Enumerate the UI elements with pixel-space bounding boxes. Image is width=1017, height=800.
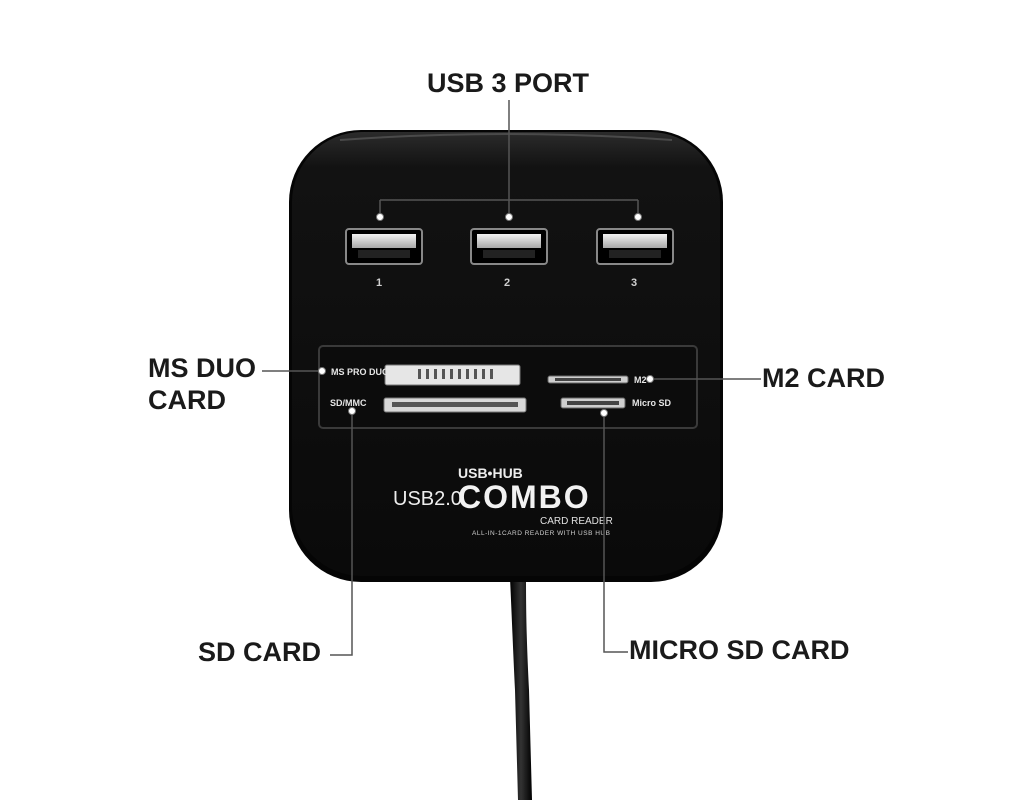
card-reader-panel: [318, 345, 698, 429]
sd-card-label: SD CARD: [198, 637, 322, 667]
leader-dots: [318, 213, 654, 417]
logo-usb2: USB2.0: [393, 488, 462, 510]
usb-cable: [510, 578, 532, 800]
m2-slot: [547, 375, 629, 384]
ms-duo-card-label-line2: CARD: [148, 385, 226, 415]
logo-card-reader: CARD READER: [540, 516, 613, 527]
logo-usb-hub: USB•HUB: [458, 465, 523, 481]
m2-slot-label: M2: [634, 375, 647, 385]
ms-duo-card-label-line1: MS DUO: [148, 353, 256, 383]
leader-lines: [262, 100, 761, 656]
micro-sd-card-label: MICRO SD CARD: [629, 635, 850, 665]
dot-sd: [348, 407, 356, 415]
usb-port-2: [470, 228, 548, 265]
ms-pro-duo-slot-label: MS PRO DUO: [331, 367, 389, 377]
dot-usb3: [634, 213, 642, 221]
micro-sd-slot-label: Micro SD: [632, 398, 672, 408]
m2-card-label: M2 CARD: [762, 363, 886, 393]
port-number-1: 1: [376, 277, 382, 289]
sd-mmc-slot: [383, 397, 527, 413]
logo-combo: COMBO: [458, 479, 591, 515]
sd-mmc-slot-label: SD/MMC: [330, 398, 367, 408]
combo-logo: USB•HUB USB2.0 COMBO CARD READER ALL-IN-…: [393, 465, 613, 537]
leader-micro-sd: [603, 414, 628, 653]
usb-port-1: [345, 228, 423, 265]
dot-micro-sd: [600, 409, 608, 417]
usb3-port-label: USB 3 PORT: [427, 68, 590, 98]
leader-sd: [330, 412, 353, 656]
port-number-2: 2: [504, 277, 510, 289]
dot-ms-duo: [318, 367, 326, 375]
port-number-3: 3: [631, 277, 637, 289]
dot-usb1: [376, 213, 384, 221]
dot-usb2: [505, 213, 513, 221]
dot-m2: [646, 375, 654, 383]
ms-pro-duo-slot: [384, 364, 521, 386]
logo-tagline: ALL-IN-1CARD READER WITH USB HUB: [472, 530, 610, 537]
usb-port-3: [596, 228, 674, 265]
micro-sd-slot: [560, 397, 626, 409]
